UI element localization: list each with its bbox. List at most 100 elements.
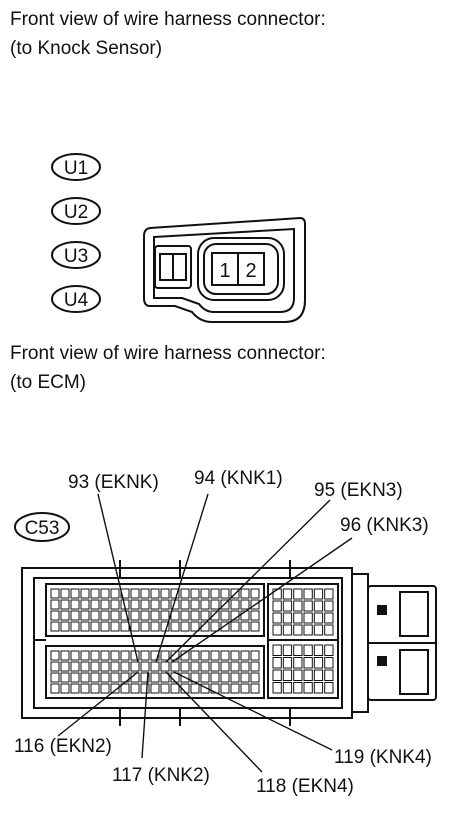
ecm-lower-cell — [160, 661, 170, 672]
ecm-lower-cell — [70, 683, 80, 694]
ecm-lower-cell — [230, 661, 240, 672]
ecm-lower-cell — [50, 661, 60, 672]
ecm-caption-line2: (to ECM) — [10, 372, 86, 393]
leader-94 — [155, 493, 209, 663]
ecm-upper-cell — [140, 621, 150, 632]
ecm-lower-cell — [90, 683, 100, 694]
ecm-right-lower-cell — [303, 682, 313, 694]
ecm-lower-cell — [150, 661, 160, 672]
ecm-upper-cell — [250, 610, 260, 621]
ecm-connector-step — [351, 573, 369, 713]
knock-sensor-caption-line2: (to Knock Sensor) — [10, 38, 163, 59]
ecm-upper-cell — [80, 588, 90, 599]
knock-sensor-socket — [197, 237, 285, 301]
ecm-right-upper-cell — [303, 600, 313, 612]
ecm-upper-cell — [150, 599, 160, 610]
ecm-lock-lower — [399, 649, 429, 695]
ecm-upper-cell — [70, 621, 80, 632]
tag-u3-label: U3 — [64, 246, 88, 267]
ecm-right-lower-cell — [272, 644, 282, 656]
ecm-right-lower-cell — [303, 644, 313, 656]
ecm-right-lower-cell — [313, 644, 324, 656]
ecm-lower-cell — [50, 672, 60, 683]
ecm-right-upper-cell — [303, 624, 313, 636]
ecm-upper-cell — [130, 621, 140, 632]
tag-u2-oval — [51, 197, 101, 225]
ecm-right-upper-cell — [272, 624, 282, 636]
ecm-lower-cell — [160, 683, 170, 694]
ecm-upper-cell — [80, 610, 90, 621]
ecm-right-lower-cell — [303, 669, 313, 681]
knock-sensor-housing — [143, 216, 306, 323]
ecm-right-upper-cell — [293, 612, 303, 624]
ecm-lock-indicator-lower — [377, 656, 387, 666]
ecm-lower-cell — [140, 683, 150, 694]
ecm-lower-cell — [110, 650, 120, 661]
ecm-lower-cell — [70, 661, 80, 672]
ecm-right-lower-cell — [282, 682, 293, 694]
tag-c53-label: C53 — [25, 518, 60, 539]
ecm-lower-cell — [80, 683, 90, 694]
ecm-upper-cell — [180, 621, 190, 632]
ecm-lower-cell — [80, 661, 90, 672]
ecm-lower-cell — [90, 661, 100, 672]
leader-119 — [173, 671, 333, 751]
ecm-lower-cell — [240, 683, 250, 694]
ecm-lower-cell — [150, 672, 160, 683]
ecm-upper-cell — [90, 610, 100, 621]
ecm-lower-cell — [160, 672, 170, 683]
ecm-right-upper-cell — [303, 588, 313, 600]
ecm-upper-cell — [100, 610, 110, 621]
ecm-right-upper-cell — [282, 624, 293, 636]
ecm-right-lower-cell — [324, 657, 334, 669]
tag-u4-oval — [51, 285, 101, 313]
ecm-caption-line1: Front view of wire harness connector: — [10, 343, 326, 364]
ecm-upper-cell — [60, 621, 70, 632]
ecm-upper-cell — [100, 621, 110, 632]
ecm-lower-cell — [240, 650, 250, 661]
ecm-right-lower-cell — [282, 669, 293, 681]
ecm-lower-cell — [120, 683, 130, 694]
ecm-lower-cell — [100, 672, 110, 683]
ecm-upper-cell — [70, 610, 80, 621]
ecm-upper-cell — [50, 588, 60, 599]
ecm-upper-cell — [200, 588, 210, 599]
ecm-right-lower-cell — [293, 644, 303, 656]
ecm-lower-cell — [110, 661, 120, 672]
ecm-right-upper-cell — [272, 612, 282, 624]
ecm-connector — [21, 560, 437, 726]
tag-u3-oval — [51, 241, 101, 269]
ecm-upper-cell — [230, 599, 240, 610]
pin-93-label: 93 (EKNK) — [68, 472, 159, 493]
ecm-upper-cell — [90, 621, 100, 632]
ecm-upper-cell — [120, 610, 130, 621]
ecm-right-lower-cell — [303, 657, 313, 669]
ecm-lower-cell — [200, 661, 210, 672]
ecm-upper-cell — [190, 599, 200, 610]
leader-93 — [97, 493, 139, 663]
ecm-upper-cell — [250, 599, 260, 610]
ecm-upper-cell — [230, 621, 240, 632]
ecm-upper-cell — [50, 621, 60, 632]
ecm-upper-cell — [140, 610, 150, 621]
ecm-lower-cell — [60, 672, 70, 683]
ecm-right-upper-cell — [272, 600, 282, 612]
ecm-right-upper-cell — [324, 600, 334, 612]
ecm-upper-cell — [130, 610, 140, 621]
ecm-upper-cell — [100, 588, 110, 599]
ecm-upper-cell — [90, 588, 100, 599]
ecm-connector-body-inner — [33, 577, 343, 709]
ecm-upper-cell — [130, 588, 140, 599]
ecm-upper-cell — [250, 621, 260, 632]
knock-sensor-caption-line1: Front view of wire harness connector: — [10, 9, 326, 30]
pin-117-label: 117 (KNK2) — [112, 765, 210, 786]
ecm-upper-cell — [80, 599, 90, 610]
knock-sensor-pin-2: 2 — [245, 260, 256, 282]
ecm-lower-cell — [220, 683, 230, 694]
ecm-upper-cell — [110, 588, 120, 599]
ecm-upper-cell — [110, 610, 120, 621]
ecm-lower-cell — [60, 650, 70, 661]
ecm-right-upper-cell — [313, 588, 324, 600]
ecm-upper-cell — [140, 588, 150, 599]
ecm-right-upper-cell — [293, 588, 303, 600]
